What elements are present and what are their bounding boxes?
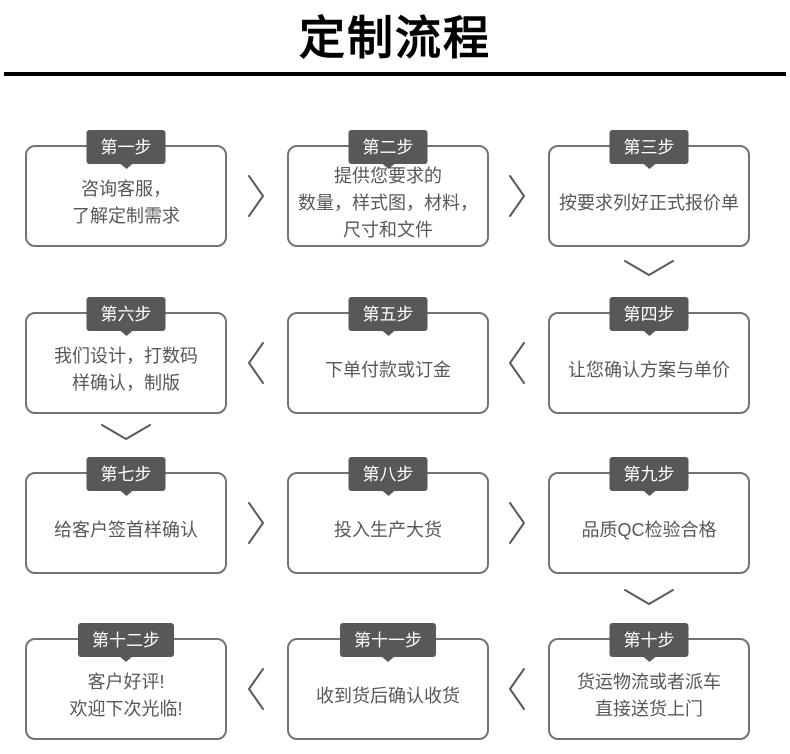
badge-pointer-icon <box>119 163 133 169</box>
step-badge: 第十步 <box>609 623 689 662</box>
step-text: 我们设计，打数码 样确认，制版 <box>27 314 225 412</box>
badge-pointer-icon <box>381 163 395 169</box>
step-text-line: 客户好评! <box>87 672 165 692</box>
arrow-down-icon <box>99 422 153 442</box>
step-text-line: 按要求列好正式报价单 <box>559 192 739 213</box>
step-text: 提供您要求的 数量，样式图，材料， 尺寸和文件 <box>289 147 487 245</box>
step-badge-label: 第五步 <box>362 305 414 324</box>
step-text-line: 数量，样式图，材料， <box>298 192 478 213</box>
step-text-line: 品质QC检验合格 <box>581 519 717 540</box>
arrow-down-icon <box>622 587 676 607</box>
step-text-line: 尺寸和文件 <box>343 219 433 240</box>
step-text-line: 了解定制需求 <box>72 206 180 226</box>
step-text: 收到货后确认收货 <box>289 640 487 738</box>
step-badge: 第二步 <box>348 130 428 169</box>
step-text-line: 提供您要求的 <box>334 165 442 186</box>
badge-pointer-icon <box>119 490 133 496</box>
step-text: 货运物流或者派车 直接送货上门 <box>550 640 748 738</box>
arrow-left-icon <box>506 666 528 712</box>
step-box-8: 第八步 投入生产大货 <box>287 457 489 574</box>
step-text-line: 货运物流或者派车 <box>577 672 721 692</box>
step-box-3: 第三步 按要求列好正式报价单 <box>548 130 750 247</box>
step-text-line: 咨询客服， <box>81 179 171 199</box>
step-text: 让您确认方案与单价 <box>550 314 748 412</box>
step-badge-label: 第六步 <box>100 305 152 324</box>
arrow-down-icon <box>622 258 676 278</box>
arrow-left-icon <box>245 340 267 386</box>
step-box-6: 第六步 我们设计，打数码 样确认，制版 <box>25 297 227 414</box>
badge-pointer-icon <box>381 656 395 662</box>
step-box-4: 第四步 让您确认方案与单价 <box>548 297 750 414</box>
step-text-line: 我们设计，打数码 <box>54 346 198 366</box>
step-badge-label: 第九步 <box>623 465 675 484</box>
arrow-right-icon <box>245 173 267 219</box>
badge-pointer-icon <box>119 330 133 336</box>
step-badge: 第六步 <box>86 297 166 336</box>
step-text-line: 直接送货上门 <box>595 699 703 719</box>
step-text: 咨询客服， 了解定制需求 <box>27 147 225 245</box>
step-badge-label: 第八步 <box>362 465 414 484</box>
step-badge: 第十二步 <box>78 623 174 662</box>
step-badge: 第五步 <box>348 297 428 336</box>
badge-pointer-icon <box>119 656 133 662</box>
step-text: 品质QC检验合格 <box>550 474 748 572</box>
page-title: 定制流程 <box>299 12 491 64</box>
step-badge-label: 第七步 <box>100 465 152 484</box>
badge-pointer-icon <box>381 330 395 336</box>
title-divider <box>4 72 786 76</box>
step-box-9: 第九步 品质QC检验合格 <box>548 457 750 574</box>
step-badge-label: 第四步 <box>623 305 675 324</box>
step-badge: 第七步 <box>86 457 166 496</box>
badge-pointer-icon <box>642 330 656 336</box>
step-text-line: 让您确认方案与单价 <box>568 359 730 380</box>
badge-pointer-icon <box>381 490 395 496</box>
step-text-line: 投入生产大货 <box>334 519 442 540</box>
step-badge-label: 第三步 <box>623 138 675 157</box>
step-text: 下单付款或订金 <box>289 314 487 412</box>
step-badge-label: 第十步 <box>623 631 675 650</box>
step-box-11: 第十一步 收到货后确认收货 <box>287 623 489 740</box>
step-badge: 第十一步 <box>340 623 436 662</box>
step-text-line: 给客户签首样确认 <box>54 519 198 540</box>
step-text: 投入生产大货 <box>289 474 487 572</box>
arrow-right-icon <box>506 173 528 219</box>
step-badge: 第八步 <box>348 457 428 496</box>
header: 定制流程 <box>0 0 790 76</box>
badge-pointer-icon <box>642 163 656 169</box>
step-text: 客户好评! 欢迎下次光临! <box>27 640 225 738</box>
step-badge-label: 第一步 <box>100 138 152 157</box>
arrow-left-icon <box>506 340 528 386</box>
step-box-7: 第七步 给客户签首样确认 <box>25 457 227 574</box>
step-box-2: 第二步 提供您要求的 数量，样式图，材料， 尺寸和文件 <box>287 130 489 247</box>
arrow-right-icon <box>506 500 528 546</box>
step-box-12: 第十二步 客户好评! 欢迎下次光临! <box>25 623 227 740</box>
step-text-line: 收到货后确认收货 <box>316 685 460 706</box>
step-badge-label: 第二步 <box>362 138 414 157</box>
badge-pointer-icon <box>642 490 656 496</box>
step-box-1: 第一步 咨询客服， 了解定制需求 <box>25 130 227 247</box>
step-text-line: 欢迎下次光临! <box>69 699 183 719</box>
step-box-5: 第五步 下单付款或订金 <box>287 297 489 414</box>
step-badge-label: 第十二步 <box>92 631 160 650</box>
step-text-line: 样确认，制版 <box>72 373 180 393</box>
step-text-line: 下单付款或订金 <box>325 359 451 380</box>
step-badge: 第一步 <box>86 130 166 169</box>
step-badge: 第四步 <box>609 297 689 336</box>
arrow-right-icon <box>245 500 267 546</box>
arrow-left-icon <box>245 666 267 712</box>
step-text: 给客户签首样确认 <box>27 474 225 572</box>
step-text: 按要求列好正式报价单 <box>550 147 748 245</box>
badge-pointer-icon <box>642 656 656 662</box>
step-box-10: 第十步 货运物流或者派车 直接送货上门 <box>548 623 750 740</box>
step-badge: 第三步 <box>609 130 689 169</box>
step-badge-label: 第十一步 <box>354 631 422 650</box>
step-badge: 第九步 <box>609 457 689 496</box>
